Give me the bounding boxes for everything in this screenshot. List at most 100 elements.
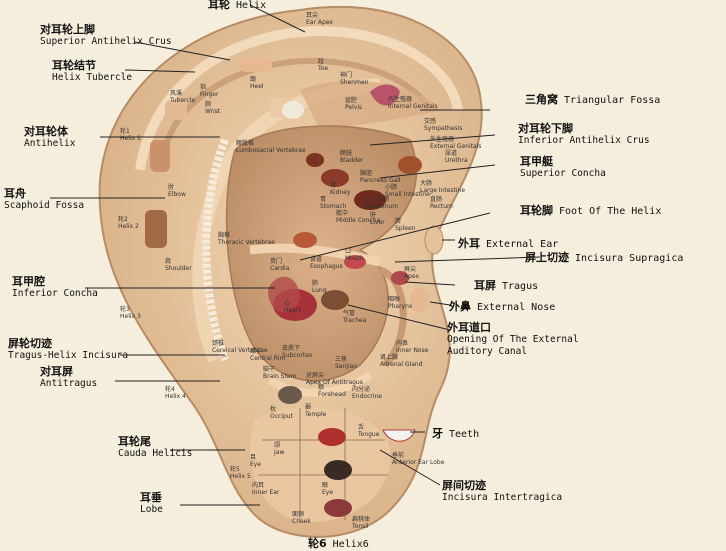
foot-icon [240, 58, 272, 72]
shoulder-icon [145, 210, 167, 248]
label-en: Lobe [140, 504, 163, 515]
cheek-icon [324, 499, 352, 517]
pelvis-icon [282, 101, 304, 119]
label-zh: 三角窝 [525, 93, 558, 106]
label-zh: 对耳轮下脚 [518, 122, 573, 135]
mouth-icon [344, 255, 366, 269]
label-en: Foot Of The Helix [559, 206, 662, 217]
label-zh: 耳轮尾 [118, 435, 151, 448]
label-en: Tragus-Helix Incisura [8, 350, 129, 361]
label-en: Antihelix [24, 138, 76, 149]
label-zh: 屏间切迹 [442, 479, 486, 492]
leader-lines [50, 4, 541, 506]
teeth-icon [382, 429, 416, 442]
body-part-icons [145, 58, 444, 442]
label-foot-of-helix: 耳轮脚 Foot Of The Helix [520, 203, 661, 218]
label-en-line2: Auditory Canal [447, 346, 528, 357]
helix-rim [135, 26, 463, 171]
liver-icon [354, 190, 386, 210]
nose-icon [410, 287, 430, 313]
intestine-icon [398, 156, 422, 174]
label-zh: 对耳轮上脚 [40, 23, 95, 36]
triangular-fossa [300, 80, 440, 130]
label-zh: 耳轮 [208, 0, 230, 11]
label-zh: 屏上切迹 [525, 251, 569, 264]
label-zh: 屏轮切迹 [8, 337, 52, 350]
eye-icon [324, 460, 352, 480]
hand-icon [165, 100, 187, 120]
label-en: Incisura Intertragica [442, 492, 563, 503]
spine-icon [202, 138, 229, 362]
ear-canal [321, 290, 349, 310]
lung-icon [268, 276, 300, 313]
label-zh: 耳甲腔 [12, 275, 45, 288]
label-en: Inferior Concha [12, 288, 98, 299]
pharynx-icon [391, 271, 409, 285]
brain-icon [278, 386, 302, 404]
label-en: Helix6 [332, 539, 369, 550]
external-ear-icon [424, 225, 444, 255]
label-zh: 外鼻 [449, 300, 471, 313]
label-en: Superior Antihelix Crus [40, 36, 172, 47]
label-zh: 耳轮结节 [52, 59, 96, 72]
label-zh: 耳舟 [4, 187, 26, 200]
label-zh: 耳轮脚 [520, 204, 553, 217]
label-en: Helix Tubercle [52, 72, 133, 83]
organ-icons [268, 84, 422, 517]
antitragus-shape [267, 371, 373, 397]
label-en: Cauda Helicis [118, 448, 193, 459]
elbow-icon [150, 140, 170, 172]
